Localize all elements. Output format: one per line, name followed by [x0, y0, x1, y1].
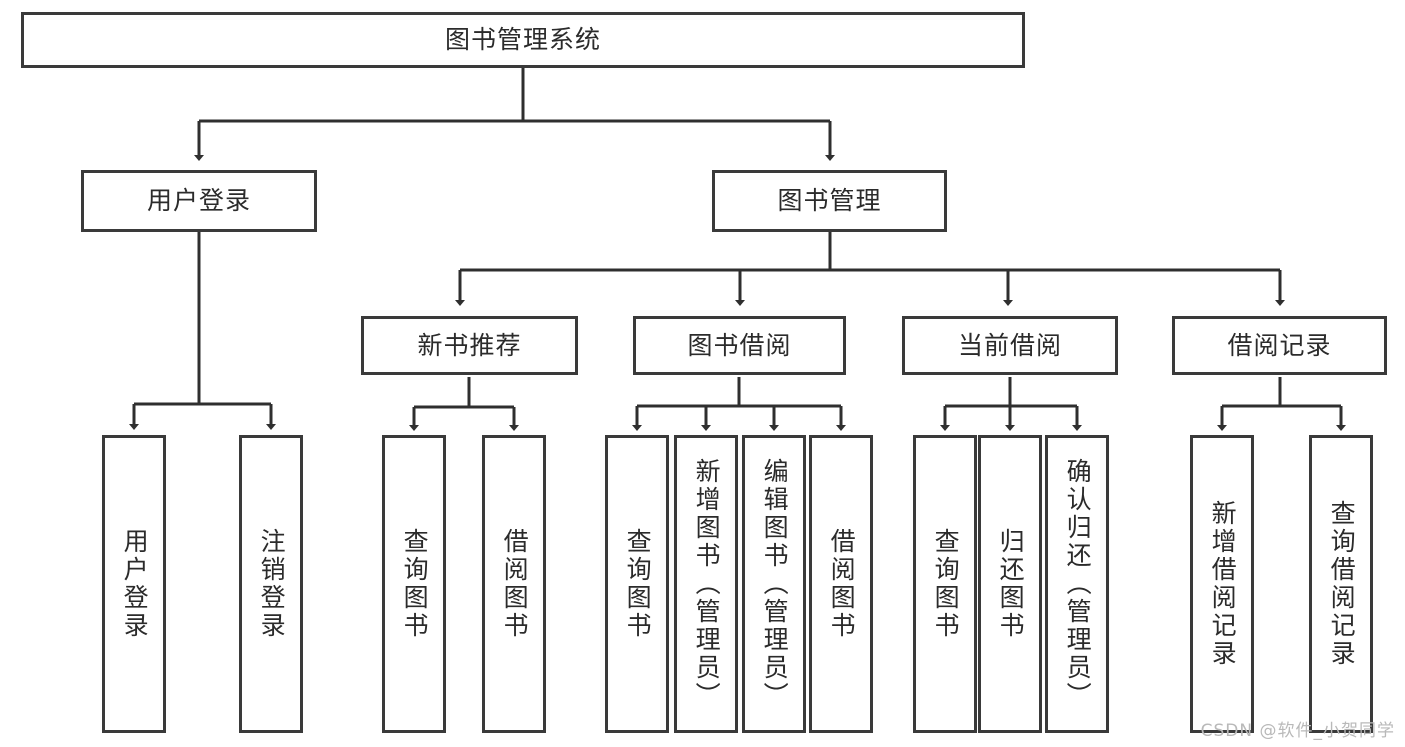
node-label: 图书借阅 — [687, 330, 792, 360]
node-label: 用户登录 — [146, 186, 251, 216]
node-current-borrow[interactable]: 当前借阅 — [902, 316, 1118, 375]
node-label: 编辑图书（管理员） — [760, 458, 790, 710]
node-label: 新书推荐 — [417, 330, 522, 360]
leaf-book-borrow-edit-book-admin[interactable]: 编辑图书（管理员） — [742, 435, 806, 733]
node-label: 借阅图书 — [827, 528, 857, 640]
node-book-borrow[interactable]: 图书借阅 — [633, 316, 846, 375]
watermark-text: CSDN @软件_小贺同学 — [1200, 721, 1395, 741]
node-label: 新增借阅记录 — [1208, 500, 1238, 668]
node-label: 图书管理系统 — [444, 25, 601, 55]
node-label: 图书管理 — [777, 186, 882, 216]
leaf-current-borrow-return-book[interactable]: 归还图书 — [978, 435, 1042, 733]
node-label: 新增图书（管理员） — [692, 458, 722, 710]
node-label: 借阅图书 — [500, 528, 530, 640]
leaf-borrow-record-query-record[interactable]: 查询借阅记录 — [1309, 435, 1373, 733]
leaf-book-borrow-add-book-admin[interactable]: 新增图书（管理员） — [674, 435, 738, 733]
leaf-new-book-borrow-book[interactable]: 借阅图书 — [482, 435, 546, 733]
leaf-user-login-logout[interactable]: 注销登录 — [239, 435, 303, 733]
leaf-user-login-login[interactable]: 用户登录 — [102, 435, 166, 733]
node-label: 确认归还（管理员） — [1063, 458, 1093, 710]
node-label: 查询图书 — [931, 528, 961, 640]
leaf-new-book-query-book[interactable]: 查询图书 — [382, 435, 446, 733]
leaf-book-borrow-query-book[interactable]: 查询图书 — [605, 435, 669, 733]
node-label: 查询图书 — [623, 528, 653, 640]
node-label: 查询借阅记录 — [1327, 500, 1357, 668]
node-label: 用户登录 — [120, 528, 150, 640]
node-root-book-management-system[interactable]: 图书管理系统 — [21, 12, 1025, 68]
node-label: 借阅记录 — [1227, 330, 1332, 360]
leaf-current-borrow-confirm-return-admin[interactable]: 确认归还（管理员） — [1045, 435, 1109, 733]
leaf-book-borrow-borrow-book[interactable]: 借阅图书 — [809, 435, 873, 733]
node-new-book-recommend[interactable]: 新书推荐 — [361, 316, 578, 375]
node-borrow-record[interactable]: 借阅记录 — [1172, 316, 1387, 375]
node-label: 归还图书 — [996, 528, 1026, 640]
leaf-borrow-record-add-record[interactable]: 新增借阅记录 — [1190, 435, 1254, 733]
leaf-current-borrow-query-book[interactable]: 查询图书 — [913, 435, 977, 733]
node-label: 注销登录 — [257, 528, 287, 640]
node-label: 当前借阅 — [957, 330, 1062, 360]
node-label: 查询图书 — [400, 528, 430, 640]
node-user-login[interactable]: 用户登录 — [81, 170, 317, 232]
node-book-management[interactable]: 图书管理 — [712, 170, 947, 232]
